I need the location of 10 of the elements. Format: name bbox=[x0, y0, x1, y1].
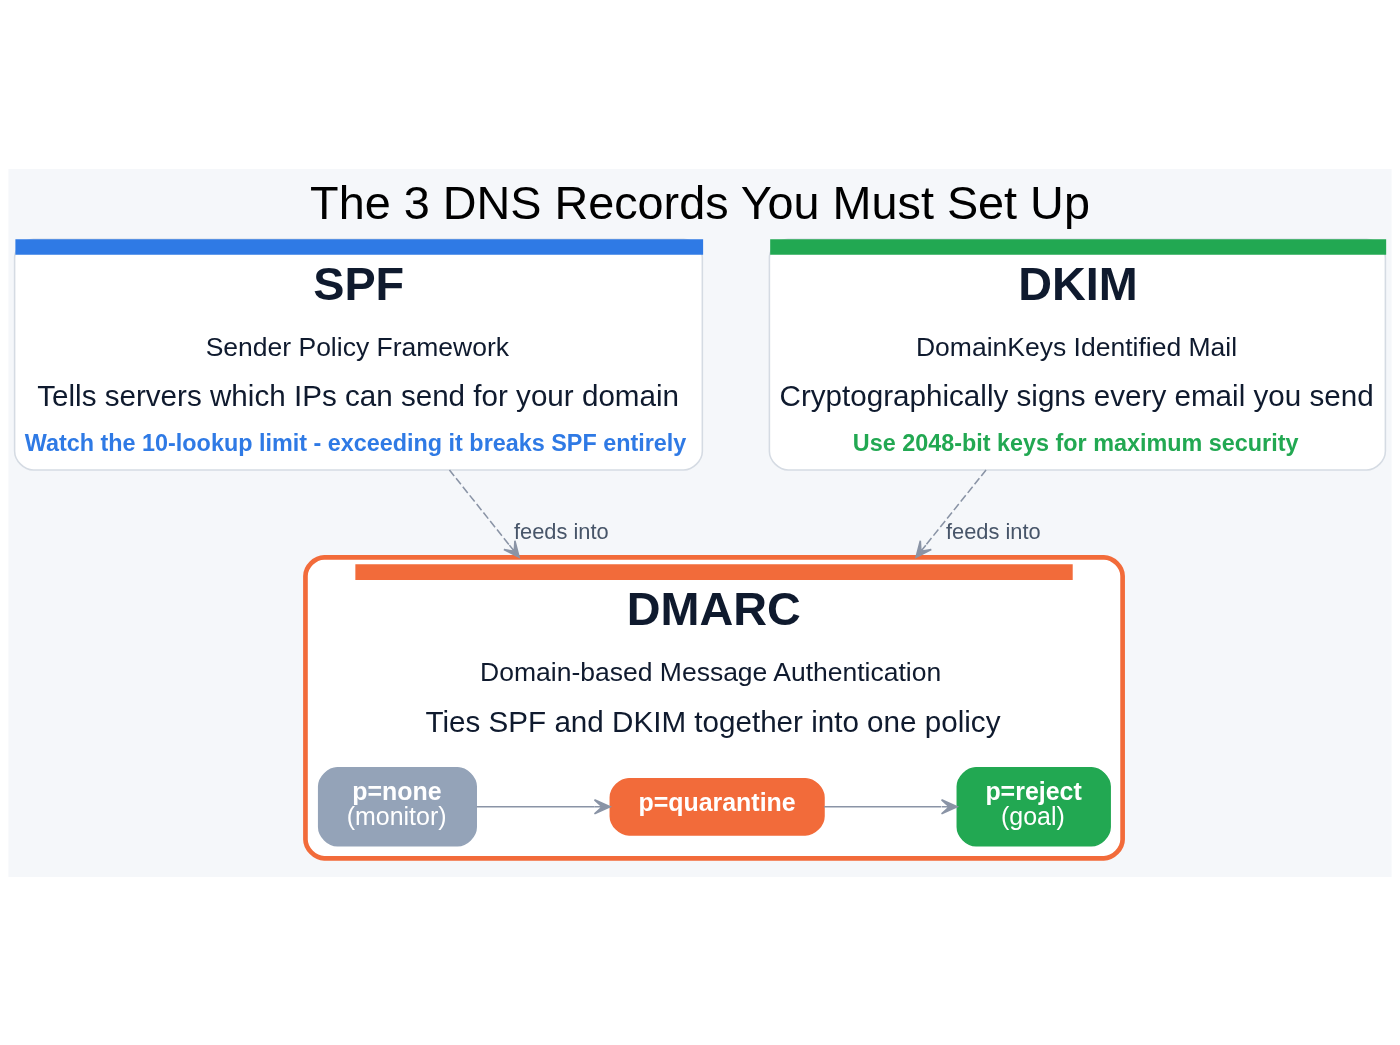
node-box: p=quarantine bbox=[609, 777, 825, 836]
edge-label: feeds into bbox=[513, 518, 609, 544]
edge-label: feeds into bbox=[945, 518, 1041, 544]
node-box: p=reject (goal) bbox=[956, 766, 1111, 847]
node-box: p=none (monitor) bbox=[317, 766, 477, 847]
arrow bbox=[448, 468, 520, 558]
arrow bbox=[823, 798, 958, 815]
arrow bbox=[915, 468, 987, 558]
arrow bbox=[476, 798, 611, 815]
diagram-title: The 3 DNS Records You Must Set Up bbox=[310, 176, 1090, 229]
